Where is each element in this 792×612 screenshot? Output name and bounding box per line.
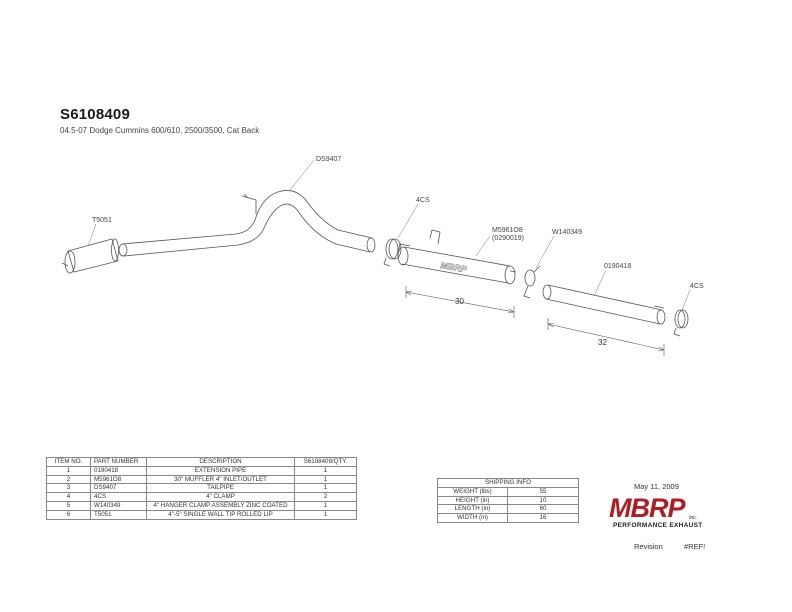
shipping-title: SHIPPING INFO (437, 478, 579, 488)
bom-qty: 1 (294, 509, 357, 520)
table-row: WEIGHT (lbs) 55 (437, 486, 579, 497)
bom-header-description: DESCRIPTION (146, 457, 295, 467)
dimension-muffler-length: 30 (455, 297, 464, 306)
callout-muffler-part: M5961O8 (492, 227, 523, 234)
mbrp-logo: MBRP Inc. PERFORMANCE EXHAUST (609, 493, 702, 529)
revision-value: #REF! (684, 542, 706, 551)
bom-part-number: T5051 (90, 509, 147, 520)
bom-description: TAILPIPE (146, 483, 295, 494)
bom-item-no: 2 (46, 474, 91, 485)
table-row: HEIGHT (in) 10 (437, 495, 579, 506)
bom-description: 30" MUFFLER 4" INLET/OUTLET (146, 474, 295, 485)
bom-header-row: ITEM NO. PART NUMBER DESCRIPTION S610840… (46, 457, 357, 467)
table-row: 6 T5051 4"-5" SINGLE WALL TIP ROLLED LIP… (46, 509, 357, 520)
bom-part-number: 0190418 (90, 465, 147, 476)
dimension-extension-length: 32 (598, 338, 607, 347)
document-date: May 11, 2009 (634, 482, 679, 491)
shipping-value: 16 (507, 513, 579, 523)
bom-qty: 1 (294, 483, 357, 494)
bom-qty: 1 (294, 465, 357, 476)
exhaust-tip-part (61, 238, 119, 274)
bom-header-item: ITEM NO. (46, 457, 91, 467)
table-row: 1 0190418 EXTENSION PIPE 1 (46, 465, 357, 476)
bom-part-number: M5961O8 (90, 474, 147, 485)
bom-description: 4" CLAMP (146, 492, 295, 502)
bom-description: EXTENSION PIPE (146, 465, 295, 476)
shipping-label: LENGTH (in) (437, 504, 508, 515)
bom-header-qty: S6108409/QTY. (294, 457, 357, 467)
bom-item-no: 3 (46, 483, 91, 494)
table-row: 4 4CS 4" CLAMP 2 (46, 492, 357, 502)
bom-item-no: 4 (46, 492, 91, 502)
bom-qty: 1 (294, 500, 357, 511)
clamp-part-b (673, 309, 689, 337)
revision-label: Revision (634, 542, 663, 551)
logo-tagline: PERFORMANCE EXHAUST (613, 522, 702, 529)
bom-description: 4" HANGER CLAMP ASSEMBLY ZINC COATED (146, 500, 295, 511)
shipping-value: 55 (507, 486, 579, 497)
shipping-label: WEIGHT (lbs) (437, 486, 508, 497)
shipping-header-row: SHIPPING INFO (437, 478, 579, 488)
logo-wordmark: MBRP (609, 493, 686, 523)
document-title: S6108409 (60, 106, 131, 123)
document-subtitle: 04.5-07 Dodge Cummins 600/610, 2500/3500… (60, 126, 260, 135)
bom-part-number: 4CS (90, 492, 147, 502)
callout-muffler-sub: (0290019) (492, 235, 524, 242)
table-row: 5 W140349 4" HANGER CLAMP ASSEMBLY ZINC … (46, 500, 357, 511)
callout-clamp-b: 4CS (690, 283, 704, 290)
tailpipe-part (118, 190, 376, 257)
callout-extension: 0190418 (604, 263, 631, 270)
callout-tailpipe: DS9407 (316, 156, 341, 163)
bom-item-no: 1 (46, 465, 91, 476)
shipping-label: HEIGHT (in) (437, 495, 508, 506)
logo-inc: Inc. (689, 515, 697, 521)
clamp-part-a (383, 238, 402, 267)
bom-qty: 2 (294, 492, 357, 502)
bom-header-part: PART NUMBER (90, 457, 147, 467)
bom-qty: 1 (294, 474, 357, 485)
bom-part-number: DS9407 (90, 483, 147, 494)
bom-item-no: 6 (46, 509, 91, 520)
table-row: 2 M5961O8 30" MUFFLER 4" INLET/OUTLET 1 (46, 474, 357, 485)
table-row: 3 DS9407 TAILPIPE 1 (46, 483, 357, 494)
shipping-value: 60 (507, 504, 579, 515)
table-row: LENGTH (in) 60 (437, 504, 579, 515)
bill-of-materials-table: ITEM NO. PART NUMBER DESCRIPTION S610840… (46, 457, 357, 520)
shipping-label: WIDTH (in) (437, 513, 508, 523)
extension-pipe-part (542, 284, 666, 325)
shipping-value: 10 (507, 495, 579, 506)
table-row: WIDTH (in) 16 (437, 513, 579, 523)
shipping-info-table: SHIPPING INFO WEIGHT (lbs) 55 HEIGHT (in… (437, 478, 579, 523)
callout-hanger: W140349 (552, 229, 582, 236)
muffler-logo-text: MBRP (440, 260, 469, 275)
bom-part-number: W140349 (90, 500, 147, 511)
callout-tip: T5051 (92, 217, 112, 224)
hanger-part (523, 265, 541, 299)
bom-description: 4"-5" SINGLE WALL TIP ROLLED LIP (146, 509, 295, 520)
muffler-part: MBRP (397, 229, 517, 285)
callout-clamp-a: 4CS (416, 197, 430, 204)
bom-item-no: 5 (46, 500, 91, 511)
